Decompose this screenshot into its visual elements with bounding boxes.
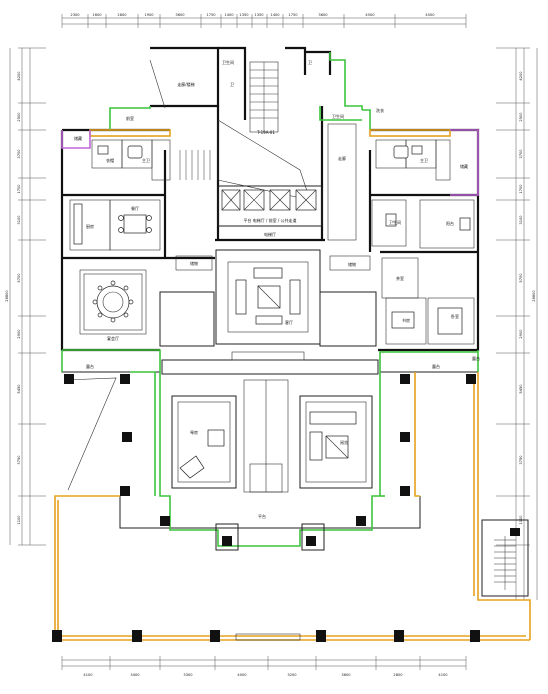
right-study xyxy=(381,257,475,345)
room-store-right: 储藏 xyxy=(460,163,468,169)
top-dim-11: 1750 xyxy=(288,13,298,17)
room-side-terrace: 阳台 xyxy=(446,220,454,226)
room-terrace-left: 露台 xyxy=(86,363,94,369)
left-dim-2: 2500 xyxy=(17,112,21,122)
right-dim-3: 3700 xyxy=(519,149,523,159)
bottom-dim-4: 4000 xyxy=(237,673,247,677)
left-total-dim: 28800 xyxy=(5,290,9,302)
top-dimension-chain: 2300 1600 2800 1900 3600 1750 1400 1350 … xyxy=(61,13,467,28)
right-dimension-chain: 4200 2500 3700 1700 3100 5700 2900 5450 … xyxy=(496,47,538,600)
right-dim-2: 2500 xyxy=(519,112,523,122)
columns xyxy=(52,374,480,642)
stair-tag: T-19A-01 xyxy=(256,130,275,135)
orange-boundary xyxy=(54,129,531,641)
room-top-right-b: 卫生间 xyxy=(332,113,344,119)
right-dim-6: 5700 xyxy=(519,273,523,283)
top-dim-8: 1350 xyxy=(239,13,249,17)
banquet-hall xyxy=(79,269,147,335)
top-dim-6: 1750 xyxy=(206,13,216,17)
room-store-left: 储藏 xyxy=(74,135,82,141)
room-wc-right: 卫生间 xyxy=(389,219,401,225)
left-dim-7: 2900 xyxy=(17,329,21,339)
room-terrace-right: 露台 xyxy=(432,363,440,369)
room-storage-mid: 储物 xyxy=(190,260,198,266)
room-living: 客厅 xyxy=(285,319,293,325)
lobby-banner: 平台 电梯厅 / 前室 / 公共走道 xyxy=(243,217,296,223)
green-boundary xyxy=(61,52,479,547)
right-dim-1: 4200 xyxy=(519,71,523,81)
top-dim-4: 1900 xyxy=(144,13,154,17)
right-bottom-stair xyxy=(481,519,529,597)
left-dim-8: 5450 xyxy=(17,384,21,394)
left-dim-6: 5700 xyxy=(17,273,21,283)
room-top-left-b: 卫 xyxy=(230,82,234,87)
right-upper-rooms xyxy=(371,199,475,249)
top-dim-9: 1350 xyxy=(254,13,264,17)
room-corridor: 走廊 xyxy=(338,155,346,161)
room-dining-left: 餐厅 xyxy=(131,205,139,211)
bottom-dim-2: 3400 xyxy=(130,673,140,677)
entry-frames xyxy=(215,523,325,641)
room-storage-mid-right: 储物 xyxy=(348,261,356,267)
lower-rooms xyxy=(161,351,379,493)
bottom-dim-5: 3200 xyxy=(287,673,297,677)
room-top-left-a: 卫生间 xyxy=(222,59,234,65)
room-laundry: 洗衣 xyxy=(376,107,384,113)
right-dim-5: 3100 xyxy=(519,215,523,225)
right-dim-9: 3750 xyxy=(519,455,523,465)
room-round-hall: 宴会厅 xyxy=(107,335,119,341)
top-dim-7: 1400 xyxy=(224,13,234,17)
room-top-right-a: 卫 xyxy=(308,60,312,65)
right-dim-7: 2900 xyxy=(519,329,523,339)
top-dim-10: 1400 xyxy=(270,13,280,17)
top-dim-13: 4500 xyxy=(365,13,375,17)
room-piano: 琴房 xyxy=(190,429,198,435)
room-bedroom: 卧室 xyxy=(451,313,459,319)
left-dim-3: 3700 xyxy=(17,149,21,159)
left-kitchen-dining xyxy=(69,199,161,251)
bottom-dim-1: 4100 xyxy=(83,673,93,677)
left-terrace-diagonal xyxy=(65,377,117,491)
room-tea: 茶室 xyxy=(396,275,404,281)
top-dim-12: 3600 xyxy=(318,13,328,17)
bottom-dimension-chain: 4100 3400 3300 4000 3200 3600 2800 4100 xyxy=(61,656,467,677)
room-bath-left: 主卫 xyxy=(142,157,150,163)
top-dim-14: 4500 xyxy=(425,13,435,17)
room-reading: 阅览 xyxy=(340,439,348,445)
storage-strips xyxy=(175,255,371,271)
left-dimension-chain: 4200 2500 3700 1700 3100 5700 2900 5450 … xyxy=(5,47,46,546)
room-terrace-mid: 平台 xyxy=(258,513,266,519)
top-dim-3: 2800 xyxy=(117,13,127,17)
room-top-stair: 走廊/楼梯 xyxy=(177,81,194,87)
room-bath-right: 主卫 xyxy=(420,157,428,163)
left-dim-10: 1100 xyxy=(17,515,21,525)
room-study: 书房 xyxy=(402,317,410,323)
upper-stair-block xyxy=(149,59,311,201)
bottom-dim-6: 3600 xyxy=(341,673,351,677)
top-dim-1: 2300 xyxy=(70,13,80,17)
right-bath-block xyxy=(375,139,451,181)
living-room xyxy=(159,249,377,347)
left-dim-9: 3750 xyxy=(17,455,21,465)
right-total-dim: 28800 xyxy=(532,290,536,302)
room-lift-lobby: 电梯厅 xyxy=(264,231,276,237)
top-dim-2: 1600 xyxy=(92,13,102,17)
room-terrace-top-right: 露台 xyxy=(472,355,480,361)
left-dim-4: 1700 xyxy=(17,184,21,194)
left-dim-5: 3100 xyxy=(17,215,21,225)
top-dim-5: 3600 xyxy=(175,13,185,17)
right-dim-8: 5450 xyxy=(519,384,523,394)
right-dim-4: 1700 xyxy=(519,184,523,194)
bottom-dim-7: 2800 xyxy=(393,673,403,677)
purple-boundary xyxy=(61,129,479,196)
bottom-dim-3: 3300 xyxy=(183,673,193,677)
room-foyer: 前室 xyxy=(126,115,134,121)
room-kitchen-left: 厨房 xyxy=(86,223,94,229)
left-bath-block xyxy=(91,139,211,181)
lift-lobby xyxy=(217,123,357,241)
left-dim-1: 4200 xyxy=(17,71,21,81)
room-closet-left: 衣帽 xyxy=(106,157,114,163)
bottom-dim-8: 4100 xyxy=(438,673,448,677)
